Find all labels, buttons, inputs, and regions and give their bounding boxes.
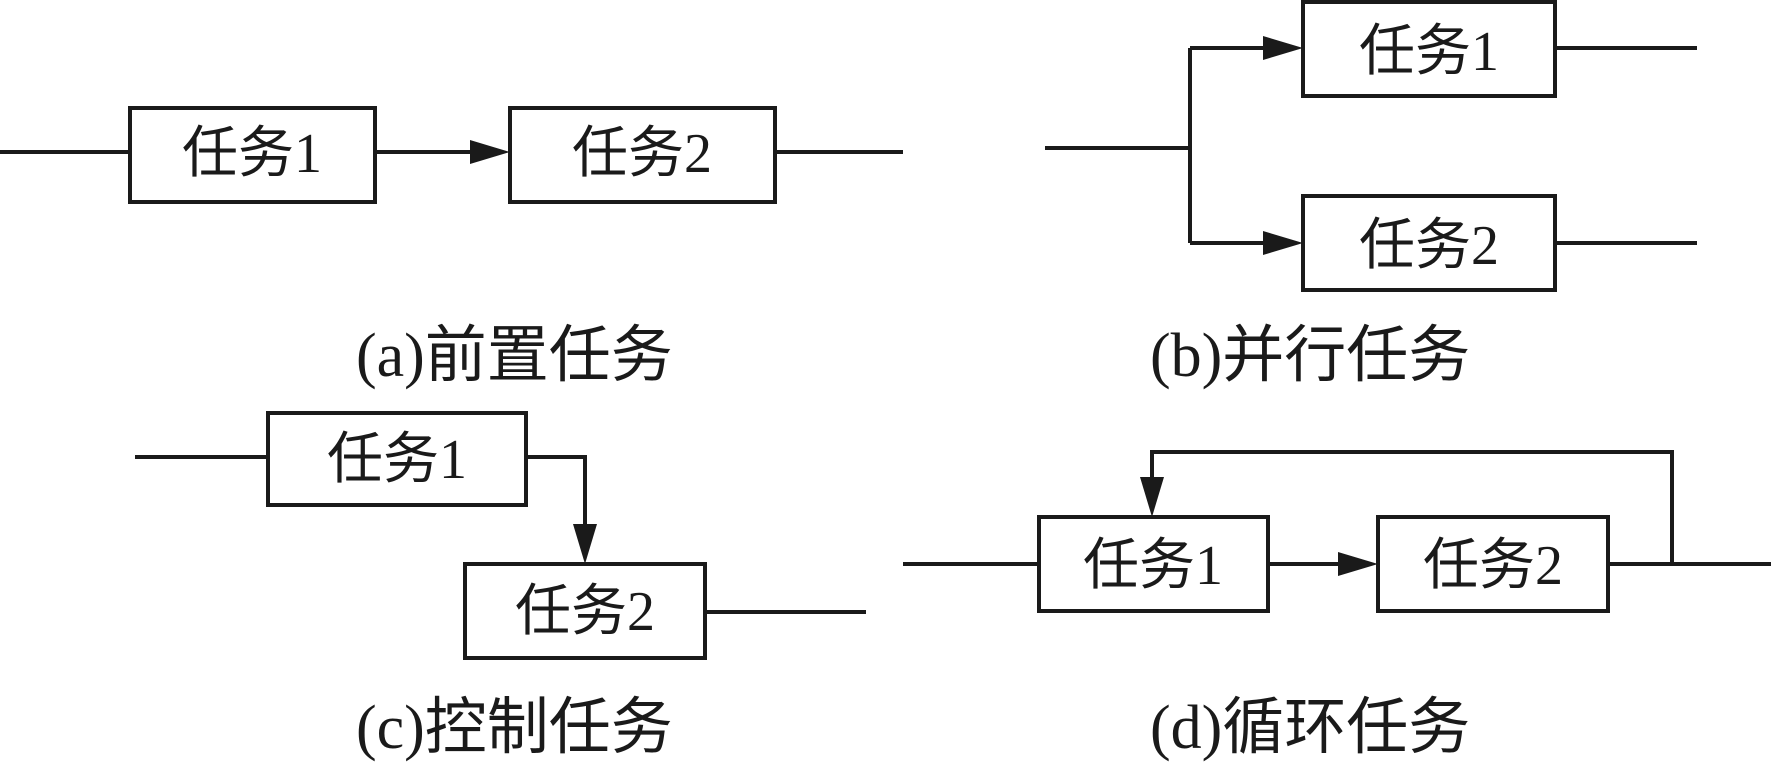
diagram-d-loop: 任务1 任务2 (d)循环任务 [903, 450, 1771, 762]
d-task1-box [1037, 515, 1270, 613]
b-arrowhead-1 [1263, 36, 1303, 60]
b-task1-label: 任务1 [1359, 21, 1499, 83]
a-task1-box [128, 106, 377, 204]
b-task1-box [1301, 0, 1557, 98]
a-task2-label: 任务2 [572, 123, 712, 185]
a-task1-label: 任务1 [182, 123, 322, 185]
c-arrowhead [573, 524, 597, 564]
c-task2-box [463, 562, 707, 660]
d-loop-arrowhead [1140, 477, 1164, 517]
c-connector-line [526, 455, 587, 530]
d-task2-label: 任务2 [1423, 535, 1563, 597]
diagram-a-sequential: 任务1 任务2 (a)前置任务 [0, 106, 903, 390]
b-arrowhead-2 [1263, 231, 1303, 255]
d-caption: (d)循环任务 [1150, 694, 1470, 762]
c-task1-label: 任务1 [327, 429, 467, 491]
diagram-b-parallel: 任务1 任务2 (b)并行任务 [1045, 0, 1697, 390]
d-arrowhead [1338, 552, 1378, 576]
diagram-c-control: 任务1 任务2 (c)控制任务 [135, 411, 866, 762]
d-loop-back-line [1150, 450, 1674, 564]
b-caption: (b)并行任务 [1150, 322, 1470, 390]
d-task1-label: 任务1 [1083, 535, 1223, 597]
c-caption: (c)控制任务 [356, 694, 673, 762]
a-caption: (a)前置任务 [356, 322, 673, 390]
b-task2-label: 任务2 [1359, 215, 1499, 277]
c-task2-label: 任务2 [515, 581, 655, 643]
c-task1-box [266, 411, 528, 507]
a-arrowhead [470, 140, 510, 164]
a-task2-box [508, 106, 777, 204]
